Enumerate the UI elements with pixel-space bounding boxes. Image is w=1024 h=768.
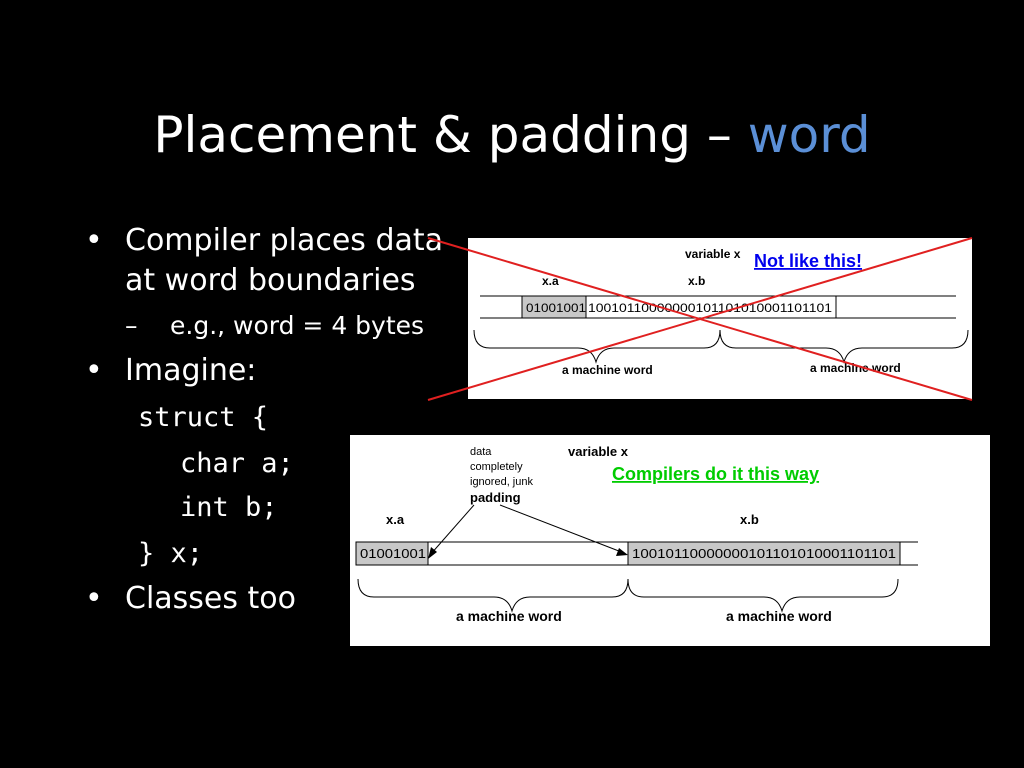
word-brace-2 [627,578,899,613]
code-line-3: int b; [180,492,278,523]
field-b-label: x.b [740,512,759,527]
sub-bullet-word-size: – e.g., word = 4 bytes [125,310,424,342]
padding-arrow-left [429,504,475,556]
padding-label: padding [470,490,521,505]
bullet-dot: • [85,223,103,258]
field-a-label: x.a [386,512,405,527]
diagram-wrong-layout: variable x x.a x.b 01001001 100101100000… [468,238,972,399]
sub-bullet-text: e.g., word = 4 bytes [170,311,425,340]
padding-note-line-1: data [470,446,492,458]
word-label-1: a machine word [456,608,562,624]
bits-a: 01001001 [360,546,426,561]
field-a-label: x.a [542,274,559,288]
bullet-classes-text: Classes too [125,581,297,616]
cross-line-2 [427,237,973,401]
variable-label: variable x [685,247,741,261]
code-line-2: char a; [180,448,294,479]
bits-b: 10010110000000101101010001101101 [632,546,896,561]
word-label-2: a machine word [726,608,832,624]
padding-note-line-3: ignored, junk [470,476,533,488]
word-brace-1 [473,329,721,364]
padding-note-line-2: completely [470,461,523,473]
arrowhead-left [428,547,437,559]
compilers-callout: Compilers do it this way [612,464,819,484]
bullet-compiler-line2: at word boundaries [125,263,416,298]
word-brace-1 [357,578,629,613]
bullet-dot: • [85,581,103,616]
arrowhead-right [616,548,628,556]
bullet-compiler-line1: Compiler places data [125,223,444,258]
sub-bullet-dash: – [125,311,138,340]
bullet-dot: • [85,353,103,388]
cell-x-b [627,541,901,566]
slide-title: Placement & padding – word [0,100,1024,170]
word-label-1: a machine word [562,363,653,377]
title-accent: word [747,106,871,164]
diagram-correct-layout: data completely ignored, junk padding va… [350,435,990,646]
code-line-4: } x; [138,538,204,569]
padding-arrow-right [499,504,625,554]
field-b-label: x.b [688,274,705,288]
code-line-1: struct { [138,402,269,433]
variable-label: variable x [568,444,629,459]
diagram-wrong-svg: variable x x.a x.b 01001001 100101100000… [473,247,969,377]
bits-a: 01001001 [526,301,586,315]
diagram-correct-svg: data completely ignored, junk padding va… [355,444,918,624]
bullet-imagine-text: Imagine: [125,353,257,388]
title-main: Placement & padding – [153,106,748,164]
cell-x-b [585,295,837,319]
not-like-this-callout: Not like this! [754,251,862,271]
